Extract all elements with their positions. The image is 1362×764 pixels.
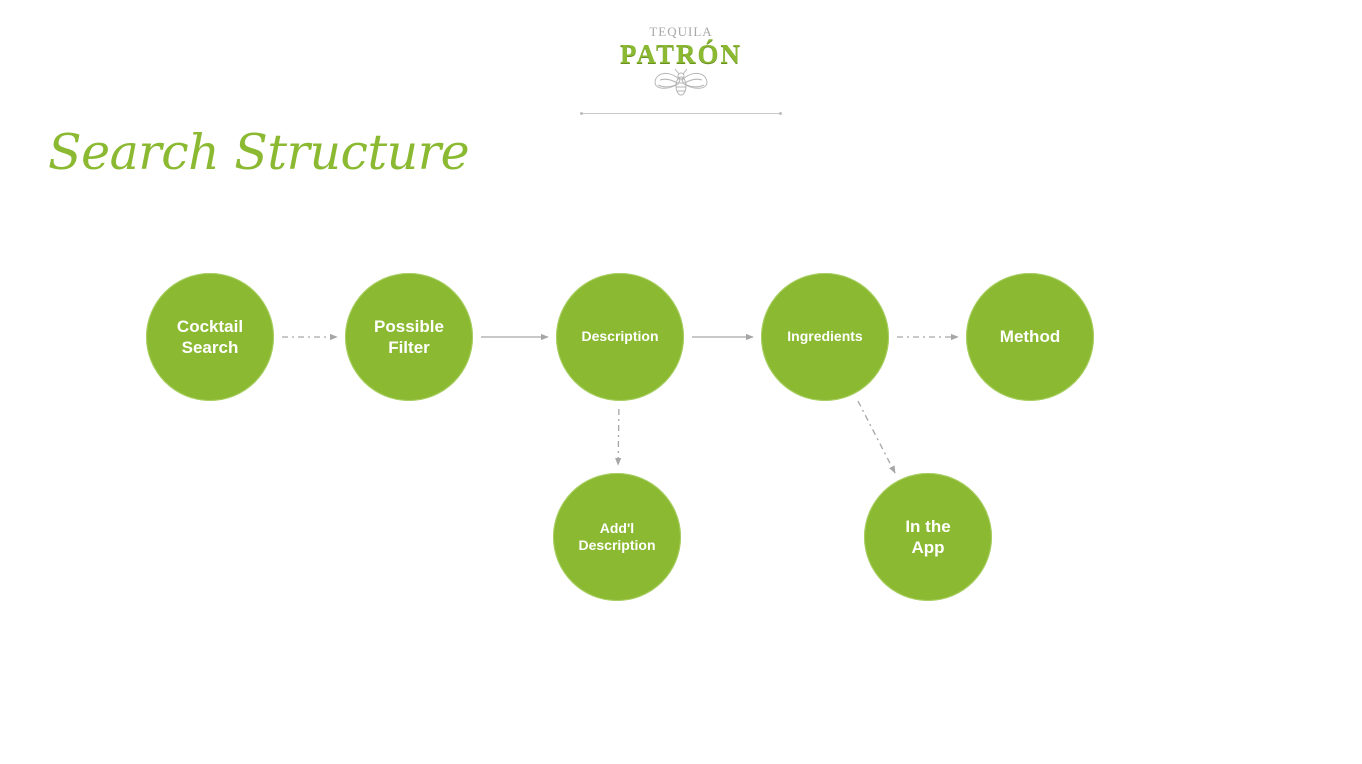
node-label: Description: [581, 328, 659, 345]
logo-big-text: PATRÓN: [620, 39, 742, 69]
node-possible-filter: Possible Filter: [345, 273, 473, 401]
node-label: Possible Filter: [374, 316, 444, 357]
arrow-ingredients-to-in-the-app: [857, 400, 896, 474]
node-cocktail-search: Cocktail Search: [146, 273, 274, 401]
page-title: Search Structure: [48, 124, 470, 181]
node-label: Method: [999, 327, 1061, 347]
patron-logo: TEQUILA PATRÓN: [580, 22, 782, 120]
node-label: Add'l Description: [578, 519, 656, 554]
node-label: Cocktail Search: [176, 316, 244, 357]
bee-icon: [654, 68, 708, 96]
node-in-the-app: In the App: [864, 473, 992, 601]
node-description: Description: [556, 273, 684, 401]
logo-small-text: TEQUILA: [649, 24, 713, 39]
node-label: In the App: [905, 516, 951, 557]
node-ingredients: Ingredients: [761, 273, 889, 401]
logo-divider: [580, 112, 782, 115]
arrow-description-to-addl-description: [615, 408, 622, 466]
node-label: Ingredients: [787, 328, 863, 345]
node-method: Method: [966, 273, 1094, 401]
node-addl-description: Add'l Description: [553, 473, 681, 601]
